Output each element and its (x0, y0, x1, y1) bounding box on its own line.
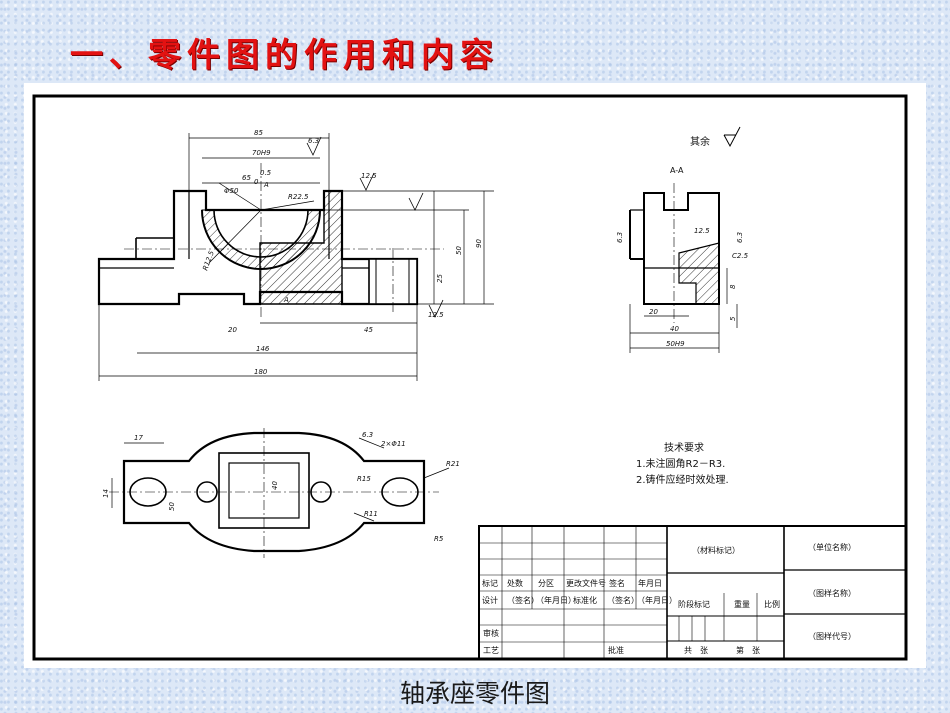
top-view (109, 428, 450, 558)
tb-sign: 签名 (609, 578, 625, 588)
tb-zone: 分区 (538, 579, 554, 588)
rough-6-3-top: 6.3 (308, 137, 319, 145)
dim-phi50: Φ50 (224, 187, 239, 195)
side-dim-50h9: 50H9 (666, 340, 685, 348)
top-dim-r11: R11 (364, 510, 378, 518)
top-dim-2x-phi11: 2×Φ11 (381, 440, 406, 448)
tech-req-heading: 技术要求 (664, 441, 704, 454)
datum-a-bottom: A (283, 296, 289, 304)
tb-stage: 阶段标记 (678, 599, 710, 609)
material-label: （材料标记） (692, 545, 740, 555)
top-rough-6-3: 6.3 (362, 431, 373, 439)
engineering-drawing: 85 70H9 65 0.5 0 A Φ50 R22.5 R12.5 50 90… (24, 83, 926, 668)
tb-change: 更改文件号 (566, 578, 606, 588)
top-dim-50: 50 (168, 502, 176, 511)
tb-design-date: （年月日） (536, 595, 576, 605)
dim-r22-5: R22.5 (288, 193, 309, 201)
drawing-border (32, 94, 908, 661)
top-view-labels: 17 6.3 2×Φ11 R21 R15 R11 R5 40 14 50 (102, 431, 460, 543)
side-rough-left: 6.3 (616, 232, 624, 243)
front-view (97, 133, 494, 381)
dim-65: 65 (242, 174, 251, 182)
dim-85: 85 (254, 129, 263, 137)
dim-c2-5: C2.5 (732, 252, 749, 260)
dim-90: 90 (475, 239, 483, 248)
drawing-svg: 85 70H9 65 0.5 0 A Φ50 R22.5 R12.5 50 90… (32, 94, 908, 661)
side-dim-5: 5 (729, 316, 737, 321)
side-dim-40: 40 (670, 325, 679, 333)
dim-180: 180 (254, 368, 268, 376)
tb-standard-sign: （签名） (607, 595, 639, 605)
dim-50: 50 (455, 246, 463, 255)
tech-req-item-1: 1.未注圆角R2－R3. (636, 457, 725, 470)
technical-requirements: 技术要求 1.未注圆角R2－R3. 2.铸件应经时效处理. (636, 441, 729, 486)
drawing-code-label: （图样代号） (808, 631, 856, 641)
top-dim-r21: R21 (446, 460, 460, 468)
tb-standard-date: （年月日） (637, 595, 677, 605)
side-rough-right: 6.3 (736, 232, 744, 243)
section-label: A-A (670, 166, 684, 175)
title-block-labels: （材料标记） （单位名称） （图样名称） （图样代号） 标记 处数 分区 更改文… (482, 542, 856, 655)
tb-mark: 标记 (482, 578, 498, 588)
slide-title: 一、零件图的作用和内容 (70, 35, 499, 74)
tb-design-sign: （签名） (507, 595, 539, 605)
dim-25: 25 (436, 274, 444, 283)
tb-process: 工艺 (483, 646, 499, 655)
surface-note-symbol (723, 126, 741, 148)
dim-r12-5: R12.5 (201, 249, 216, 271)
rough-12-5-b: 12.5 (428, 311, 444, 319)
rough-12-5-a: 12.5 (361, 172, 377, 180)
tb-date: 年月日 (638, 578, 662, 588)
tech-req-item-2: 2.铸件应经时效处理. (636, 473, 729, 486)
dim-45: 45 (364, 326, 373, 334)
tb-count: 处数 (507, 578, 523, 588)
dim-tol-lower: 0 (254, 178, 259, 186)
datum-a-top: A (263, 181, 269, 189)
top-dim-40: 40 (271, 481, 279, 490)
top-dim-17: 17 (134, 434, 143, 442)
tb-sheet-no: 第 张 (736, 645, 760, 655)
surface-note: 其余 (690, 135, 710, 148)
side-rough-center: 12.5 (694, 227, 710, 235)
top-dim-14: 14 (102, 489, 110, 498)
tb-scale: 比例 (764, 599, 780, 609)
tb-standard: 标准化 (573, 595, 597, 605)
dim-tol-upper: 0.5 (260, 169, 272, 177)
side-dim-20: 20 (649, 308, 658, 316)
dim-20: 20 (228, 326, 237, 334)
dim-146: 146 (256, 345, 270, 353)
company-label: （单位名称） (808, 542, 856, 552)
tb-approve: 批准 (608, 645, 624, 655)
dim-70h9: 70H9 (252, 149, 271, 157)
tb-weight: 重量 (734, 599, 750, 609)
tb-sheets-total: 共 张 (684, 646, 708, 655)
top-dim-r5: R5 (434, 535, 444, 543)
side-dim-8: 8 (729, 284, 737, 289)
tb-design: 设计 (482, 595, 498, 605)
tb-review: 审核 (483, 628, 499, 638)
title-block (478, 525, 907, 660)
top-dim-r15: R15 (357, 475, 371, 483)
slide-caption: 轴承座零件图 (399, 679, 550, 708)
drawing-name-label: （图样名称） (808, 588, 856, 598)
side-view (629, 183, 738, 353)
side-view-labels: 6.3 6.3 C2.5 20 40 50H9 8 5 12.5 (616, 227, 749, 348)
